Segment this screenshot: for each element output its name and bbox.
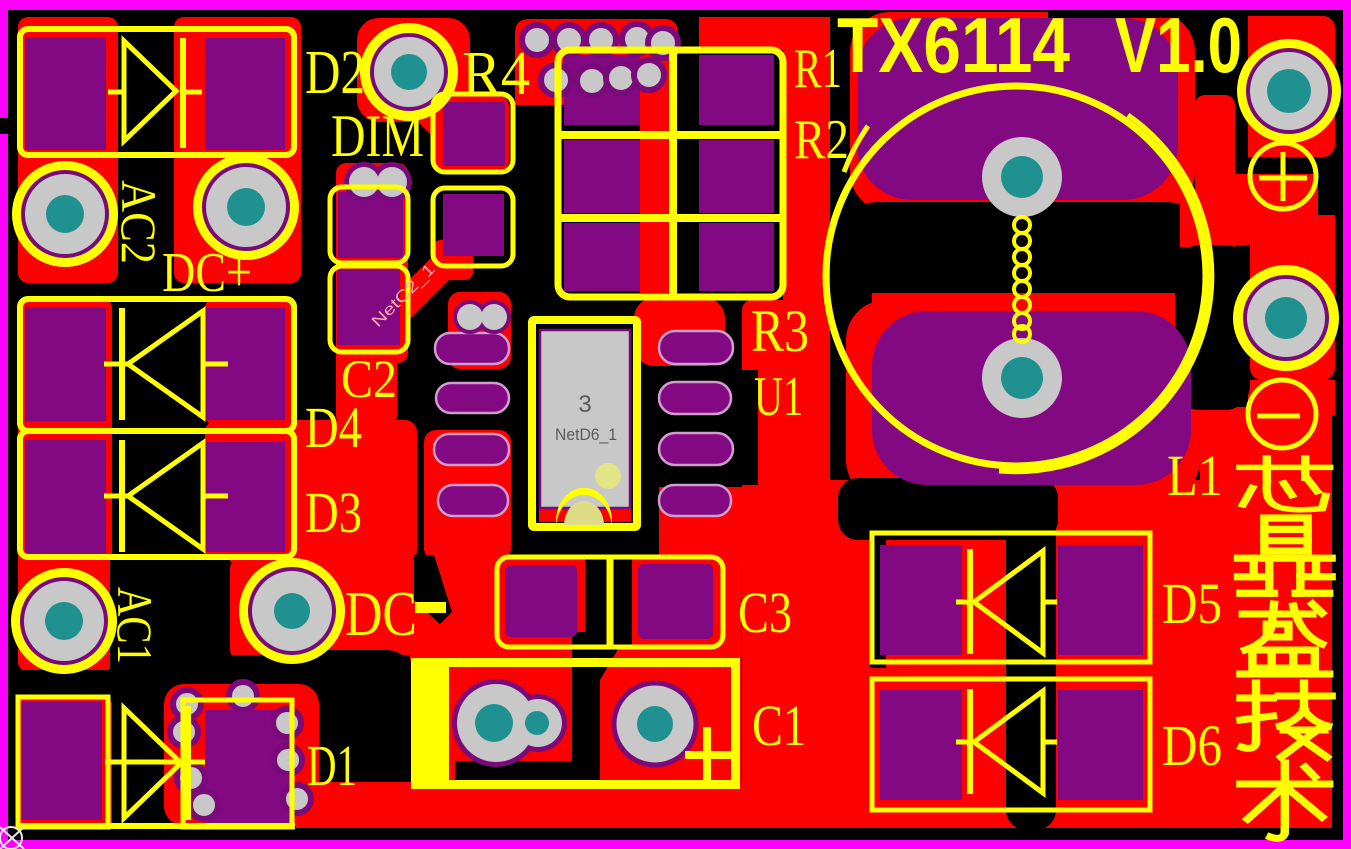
svg-text:AC1: AC1: [107, 587, 163, 664]
svg-text:DIM: DIM: [331, 103, 424, 169]
svg-text:U1: U1: [754, 366, 803, 428]
svg-text:V1.0: V1.0: [1115, 1, 1242, 89]
svg-text:D5: D5: [1162, 571, 1222, 636]
svg-text:D6: D6: [1162, 713, 1222, 778]
svg-text:R4: R4: [462, 40, 530, 108]
svg-text:AC2: AC2: [111, 180, 167, 264]
svg-text:NetD6_1: NetD6_1: [555, 425, 617, 444]
svg-text:L1: L1: [1167, 443, 1223, 508]
svg-text:TX6114: TX6114: [837, 1, 1070, 89]
svg-text:C1: C1: [752, 693, 806, 758]
svg-text:DC+: DC+: [162, 242, 252, 304]
svg-text:R1: R1: [794, 38, 842, 100]
svg-text:3: 3: [578, 391, 591, 418]
svg-text:DC: DC: [345, 578, 417, 649]
svg-text:C3: C3: [738, 580, 792, 645]
svg-text:D1: D1: [307, 733, 357, 798]
svg-text:D2: D2: [305, 39, 365, 107]
svg-text:D3: D3: [305, 480, 362, 545]
svg-text:R2: R2: [794, 109, 849, 171]
svg-text:R3: R3: [751, 298, 809, 364]
svg-text:D4: D4: [305, 395, 362, 460]
svg-text:C2: C2: [341, 349, 397, 409]
